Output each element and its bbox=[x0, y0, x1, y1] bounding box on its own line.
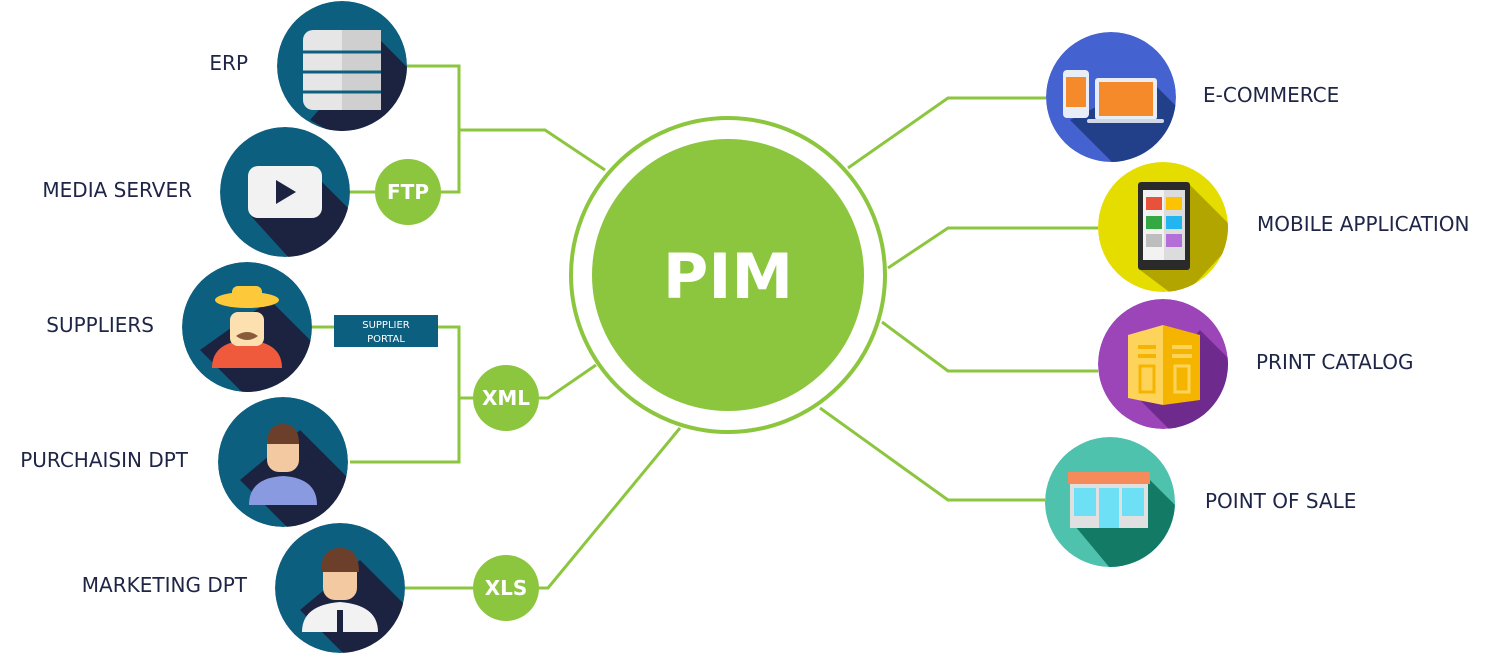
farmer-icon bbox=[212, 286, 282, 368]
xml-label: XML bbox=[482, 386, 530, 410]
businessman-icon bbox=[302, 548, 378, 632]
portal-line2: PORTAL bbox=[367, 334, 405, 345]
source-erp: ERP bbox=[209, 1, 407, 131]
source-label: SUPPLIERS bbox=[46, 313, 154, 337]
channel-label: PRINT CATALOG bbox=[1256, 350, 1414, 374]
source-label: PURCHAISIN DPT bbox=[20, 448, 189, 472]
portal-line1: SUPPLIER bbox=[362, 320, 410, 331]
xml-badge: XML bbox=[473, 365, 539, 431]
channel-label: POINT OF SALE bbox=[1205, 489, 1356, 513]
source-purchasing: PURCHAISIN DPT bbox=[20, 397, 348, 527]
source-label: MARKETING DPT bbox=[82, 573, 248, 597]
channel-ecommerce: E-COMMERCE bbox=[1046, 32, 1339, 162]
video-play-icon bbox=[248, 166, 322, 218]
channel-pos: POINT OF SALE bbox=[1045, 437, 1356, 567]
ftp-label: FTP bbox=[387, 180, 429, 204]
source-label: ERP bbox=[209, 51, 248, 75]
channel-mobile: MOBILE APPLICATION bbox=[1098, 162, 1470, 292]
source-label: MEDIA SERVER bbox=[42, 178, 192, 202]
person-icon bbox=[249, 424, 317, 505]
channel-label: E-COMMERCE bbox=[1203, 83, 1339, 107]
tablet-icon bbox=[1138, 182, 1190, 270]
brochure-icon bbox=[1128, 325, 1200, 405]
channel-label: MOBILE APPLICATION bbox=[1257, 212, 1470, 236]
database-icon bbox=[303, 30, 381, 110]
storefront-icon bbox=[1068, 472, 1150, 528]
xls-label: XLS bbox=[485, 576, 528, 600]
source-marketing: MARKETING DPT bbox=[82, 523, 405, 653]
supplier-portal-box: SUPPLIER PORTAL bbox=[334, 315, 438, 347]
pim-label: PIM bbox=[663, 240, 793, 313]
xls-badge: XLS bbox=[473, 555, 539, 621]
devices-cart-icon bbox=[1063, 70, 1164, 123]
channel-print: PRINT CATALOG bbox=[1098, 299, 1414, 429]
pim-hub: PIM bbox=[569, 116, 887, 434]
source-suppliers: SUPPLIERS bbox=[46, 262, 312, 392]
connector-lines bbox=[312, 64, 1098, 590]
source-media-server: MEDIA SERVER bbox=[42, 127, 350, 257]
ftp-badge: FTP bbox=[375, 159, 441, 225]
